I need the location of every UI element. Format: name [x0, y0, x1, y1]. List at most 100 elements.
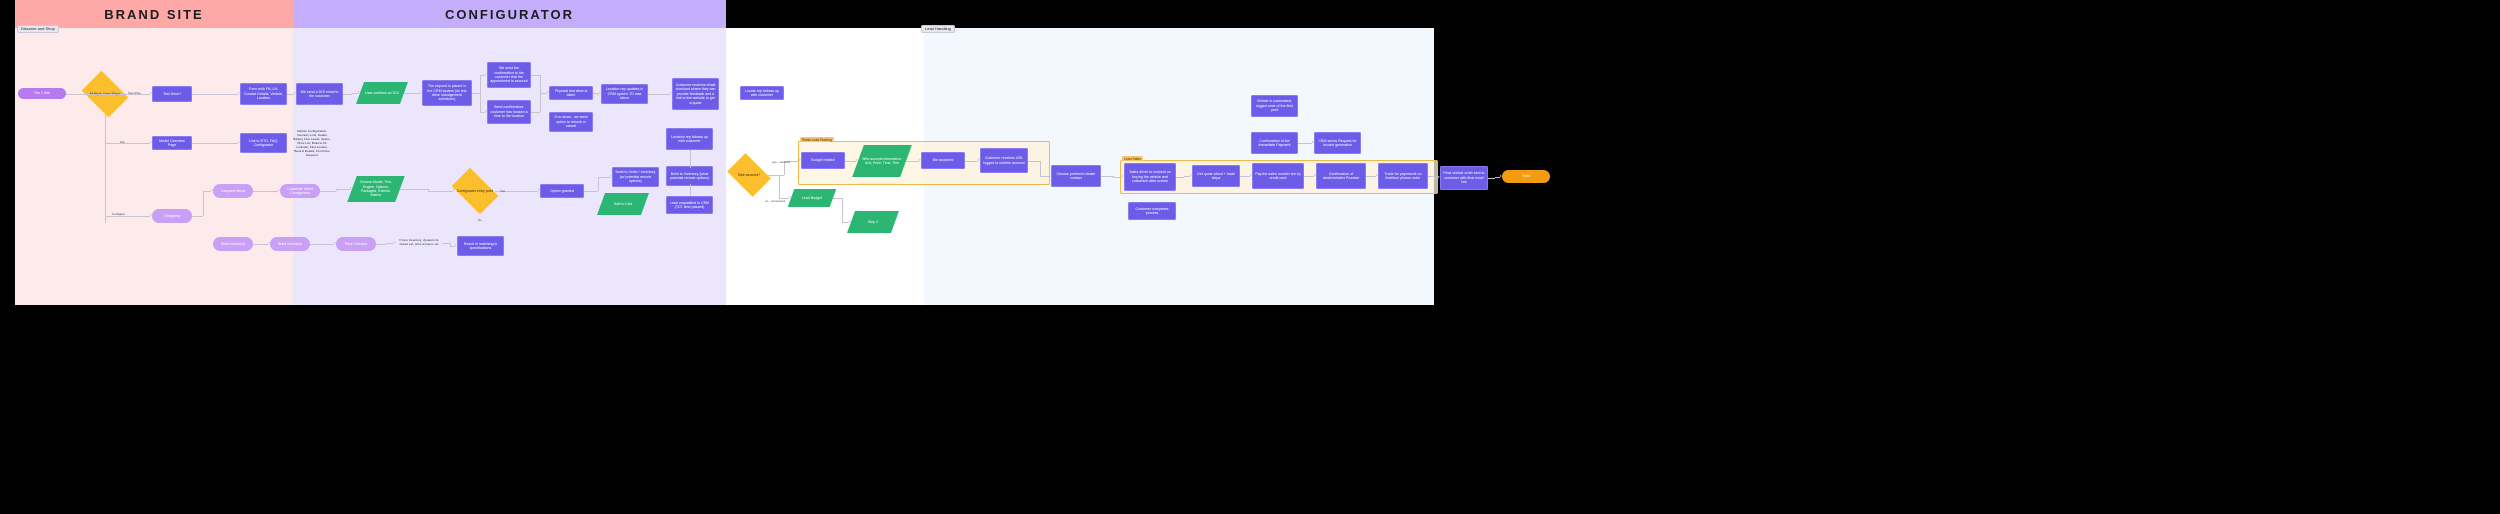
node-crm-sends-request[interactable]: CRM sends Request for Invoice generation	[1314, 132, 1361, 154]
group-lead-sales-label: Lead Sales	[1122, 156, 1143, 161]
node-build-inventory-map[interactable]: Build to Inventory (what potential remot…	[666, 166, 713, 186]
node-tier-1-site[interactable]: Tier 1 Site	[18, 88, 66, 99]
connector-arrow	[788, 196, 791, 199]
node-vehicle-is-customized[interactable]: Vehicle is customized, logged once of th…	[1251, 95, 1298, 117]
connector	[1434, 176, 1435, 178]
node-bid-accepted[interactable]: Bid accepted	[921, 152, 965, 169]
node-end-terminator[interactable]: Sold	[1502, 170, 1550, 183]
connector-arrow	[609, 175, 612, 178]
node-shopping[interactable]: Shopping	[152, 209, 192, 223]
node-step-2[interactable]: Step 2	[846, 211, 900, 233]
node-customer-intent-configurator[interactable]: Customer Intent Configurator	[280, 184, 320, 198]
node-retailer-preferred-dealer-contact[interactable]: Choose preferred dealer contact	[1051, 165, 1101, 187]
node-inventory-options[interactable]: Build to Order / Inventory (w/ potential…	[612, 167, 659, 187]
node-deal-accepts-information-label: Who accepts information: Unit, Price, Ti…	[862, 156, 902, 165]
edge-label-sale-no: no - unsecured	[765, 199, 786, 203]
node-option-granted[interactable]: Option granted	[540, 184, 584, 198]
connector	[1304, 176, 1310, 177]
connector-arrow	[277, 189, 280, 192]
node-lead-unqualified-decision[interactable]: Sale secured?	[727, 153, 771, 197]
node-no-show-option[interactable]: If no show - we send option to rebook or…	[549, 112, 593, 132]
connector	[105, 108, 106, 223]
connector	[1428, 176, 1434, 177]
node-lead-unqualified[interactable]: Lead unqualified in CRM (TDT time passed…	[666, 196, 713, 214]
node-locate-rep-follows-up-with-customer[interactable]: Locate rep follows up with customer	[740, 86, 784, 100]
node-lead-budget[interactable]: Lead Budget	[787, 189, 837, 207]
connector	[1310, 176, 1314, 177]
connector	[1101, 176, 1113, 177]
connector	[66, 93, 109, 95]
connector	[584, 191, 598, 192]
node-vehicle-config-note[interactable]: Vehicle Configuration, Inventory Link, D…	[293, 129, 331, 157]
node-location-rep-updates-crm[interactable]: Location rep updates in CRM system TD wa…	[601, 84, 648, 104]
node-get-quote-about-trade[interactable]: Get quote about + trade steps	[1192, 165, 1240, 187]
node-customer-receives-url[interactable]: Customer receives URL logged to confirm …	[980, 148, 1028, 173]
node-customer-receives-email-checkout[interactable]: Customer receives email checkout where t…	[672, 78, 719, 110]
node-model-overview-page[interactable]: Model Overview Page	[152, 136, 192, 150]
node-form-contact-details[interactable]: Form with FN, LN, Contact Details, Vehic…	[240, 83, 287, 105]
connector	[202, 191, 204, 216]
connector	[1176, 177, 1184, 178]
node-lead-budget-label: Lead Budget	[802, 195, 822, 200]
node-build-inventory-2[interactable]: Build Inventory	[270, 237, 310, 251]
connector	[386, 243, 394, 244]
connector-arrow	[267, 242, 270, 245]
edge-label-configure: Configure	[112, 212, 126, 216]
node-link-to-rtd-faq-configurator[interactable]: Link to RTD, FAQ, Configurator	[240, 133, 287, 153]
connector	[376, 244, 386, 245]
connector-arrow	[210, 189, 213, 192]
node-step-1[interactable]: Budget related	[801, 152, 845, 169]
connector-arrow	[1499, 174, 1502, 177]
node-final-vehicle-order[interactable]: Final vehicle order sent to customer wit…	[1440, 166, 1488, 190]
node-compare-items[interactable]: Compare Items	[213, 184, 253, 198]
node-user-confirms-doi[interactable]: User confirms on DOI	[355, 82, 409, 104]
node-confirmation-appointment-secured[interactable]: We send the confirmation to the customer…	[487, 62, 531, 88]
connector-arrow	[1189, 174, 1192, 177]
connector	[400, 189, 428, 190]
edge-label-sale-yes: yes - secured	[772, 160, 791, 164]
node-deal-accepts-information[interactable]: Who accepts information: Unit, Price, Ti…	[852, 145, 912, 177]
node-send-doi-email[interactable]: We send a DOI email to the customer	[296, 83, 343, 105]
connector	[1495, 176, 1496, 178]
node-build-inventory[interactable]: Build Inventory	[213, 237, 253, 251]
connector-arrow	[977, 158, 980, 161]
node-result-of-matching[interactable]: Result of matching in specifications	[457, 236, 504, 256]
connector	[495, 191, 518, 192]
node-add-to-cart[interactable]: Add to Cart	[596, 193, 650, 215]
node-sales-driver-connect[interactable]: Sales driver to connect on buying the ve…	[1124, 163, 1176, 191]
node-request-placed-crm[interactable]: The request is placed in the CRM system …	[422, 80, 472, 106]
connector	[413, 93, 420, 94]
connector	[1306, 143, 1312, 144]
connector	[310, 244, 323, 245]
connector	[323, 244, 334, 245]
connector	[105, 143, 150, 144]
connector	[1488, 178, 1495, 179]
connector	[351, 93, 358, 94]
connector-arrow	[798, 158, 801, 161]
node-trade-for-paperwork[interactable]: Trade for paperwork on final/turn photos…	[1378, 163, 1428, 189]
node-pay-private-number[interactable]: Pay the sales number fee by credit card	[1252, 163, 1304, 189]
node-price-checker[interactable]: Price Checker	[336, 237, 376, 251]
node-confirmation-of-immediate-payment[interactable]: Confirmation of the Immediate Payment	[1251, 132, 1298, 154]
connector	[842, 222, 849, 223]
node-user-inventory-note[interactable]: If zero inventory, dynamic tip shows ext…	[399, 238, 439, 246]
connector	[517, 191, 538, 192]
connector	[404, 93, 413, 94]
connector	[479, 112, 485, 113]
connector	[192, 94, 216, 95]
lane-body-brand-site	[15, 28, 293, 305]
connector	[965, 160, 973, 162]
node-location-rep-follows-up[interactable]: Location rep follows up with customer	[666, 128, 713, 150]
node-confirmation-of-dealer[interactable]: Confirmation of dealer/retailer Promise	[1316, 163, 1366, 189]
node-customer-completes-process[interactable]: Customer completes process	[1128, 202, 1176, 220]
edge-label-yes: Yes	[500, 189, 505, 193]
node-send-confirmation-location[interactable]: Send confirmation: customer has booked a…	[487, 100, 531, 124]
node-choose-model-trim-label: Choose Model, Trim, Engine, Options, Pac…	[359, 180, 393, 198]
connector-arrow	[149, 92, 152, 95]
connector	[1298, 143, 1306, 144]
node-test-drive-decision[interactable]: Test Drive?	[152, 86, 192, 102]
node-configurator-entry[interactable]: Configurator entry point	[451, 167, 499, 215]
node-choose-model-trim[interactable]: Choose Model, Trim, Engine, Options, Pac…	[347, 176, 405, 202]
node-physical-test-drive-taken[interactable]: Physical test drive is taken	[549, 86, 593, 100]
connector	[427, 191, 453, 192]
